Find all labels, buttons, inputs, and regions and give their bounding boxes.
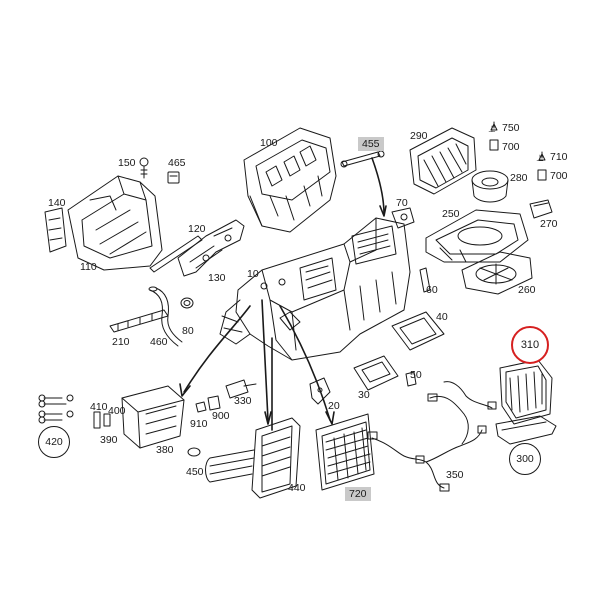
callout-250: 250 xyxy=(442,208,460,220)
part-700b-connector xyxy=(537,151,547,181)
callout-710: 710 xyxy=(550,151,568,163)
callout-410: 410 xyxy=(90,401,108,413)
part-40-gasket xyxy=(391,311,445,351)
callout-455: 455 xyxy=(358,137,384,151)
callout-420: 420 xyxy=(45,436,63,448)
callout-50: 50 xyxy=(410,369,422,381)
part-460-hose xyxy=(148,286,183,347)
callout-60: 60 xyxy=(426,284,438,296)
part-290-filter-housing xyxy=(409,127,477,195)
callout-300: 300 xyxy=(516,453,534,465)
callout-465: 465 xyxy=(168,157,186,169)
callout-30: 30 xyxy=(358,389,370,401)
callout-20: 20 xyxy=(328,400,340,412)
callout-350: 350 xyxy=(446,469,464,481)
part-250-blower-housing xyxy=(425,209,529,263)
callout-40: 40 xyxy=(436,311,448,323)
callout-310: 310 xyxy=(520,339,540,351)
part-455-rod xyxy=(340,150,385,168)
part-450-seal xyxy=(187,447,201,457)
part-50-clip xyxy=(405,371,417,387)
part-440-heater-core xyxy=(205,417,301,499)
part-60-bracket xyxy=(419,267,431,293)
fastener-icon: ⊥ xyxy=(536,153,544,163)
part-300-filter-cover xyxy=(495,415,557,445)
callout-150: 150 xyxy=(118,157,136,169)
callout-100: 100 xyxy=(260,137,278,149)
callout-260: 260 xyxy=(518,284,536,296)
part-350-wiring-harness xyxy=(367,381,497,492)
part-120-rod xyxy=(149,235,203,273)
part-900-sensor xyxy=(207,395,221,411)
callout-450: 450 xyxy=(186,466,204,478)
callout-330: 330 xyxy=(234,395,252,407)
part-30-gasket xyxy=(353,355,399,391)
fastener-icon: ⊥ xyxy=(488,124,496,134)
callout-70: 70 xyxy=(396,197,408,209)
callout-380: 380 xyxy=(156,444,174,456)
callout-420-circle: 420 xyxy=(38,426,70,458)
callout-700b: 700 xyxy=(550,170,568,182)
callout-210: 210 xyxy=(112,336,130,348)
callout-400: 400 xyxy=(108,405,126,417)
part-110-duct-housing xyxy=(67,175,163,271)
part-380-evaporator xyxy=(121,385,185,449)
callout-110: 110 xyxy=(80,261,97,273)
callout-130: 130 xyxy=(208,272,226,284)
callout-900: 900 xyxy=(212,410,230,422)
leader-lines xyxy=(179,157,387,431)
part-270-resistor xyxy=(529,199,553,219)
part-410-clip xyxy=(93,411,101,429)
callout-390: 390 xyxy=(100,434,118,446)
part-130-bracket xyxy=(177,219,245,277)
part-210-rail xyxy=(109,309,169,333)
part-400-clip xyxy=(103,413,111,427)
callout-720: 720 xyxy=(345,487,371,501)
part-150-screw xyxy=(139,157,149,179)
callout-80: 80 xyxy=(182,325,194,337)
part-720-heater-element xyxy=(315,413,375,491)
part-420-fastener-set xyxy=(38,394,74,424)
callout-10: 10 xyxy=(247,268,259,280)
callout-270: 270 xyxy=(540,218,558,230)
callout-300-circle: 300 xyxy=(509,443,541,475)
callout-910: 910 xyxy=(190,418,208,430)
part-310-cabin-filter xyxy=(499,359,553,425)
part-330-sensor xyxy=(225,379,257,399)
part-260-blower-cover xyxy=(461,251,533,295)
part-910-sensor xyxy=(195,401,207,413)
part-10-hvac-housing xyxy=(219,217,411,361)
part-280-blower-motor xyxy=(471,170,509,203)
callout-440: 440 xyxy=(288,482,306,494)
part-80-grommet xyxy=(180,297,194,309)
part-465-clip xyxy=(167,171,180,184)
callout-700a: 700 xyxy=(502,141,520,153)
callout-280: 280 xyxy=(510,172,528,184)
callout-290: 290 xyxy=(410,130,428,142)
part-100-upper-housing xyxy=(243,127,337,233)
part-70-actuator xyxy=(391,207,415,229)
part-700-connector xyxy=(489,121,499,151)
callout-460: 460 xyxy=(150,336,168,348)
part-140-bracket xyxy=(44,207,67,253)
callout-140: 140 xyxy=(48,197,66,209)
highlighted-part-310[interactable]: 310 xyxy=(511,326,549,364)
callout-750: 750 xyxy=(502,122,520,134)
callout-120: 120 xyxy=(188,223,206,235)
